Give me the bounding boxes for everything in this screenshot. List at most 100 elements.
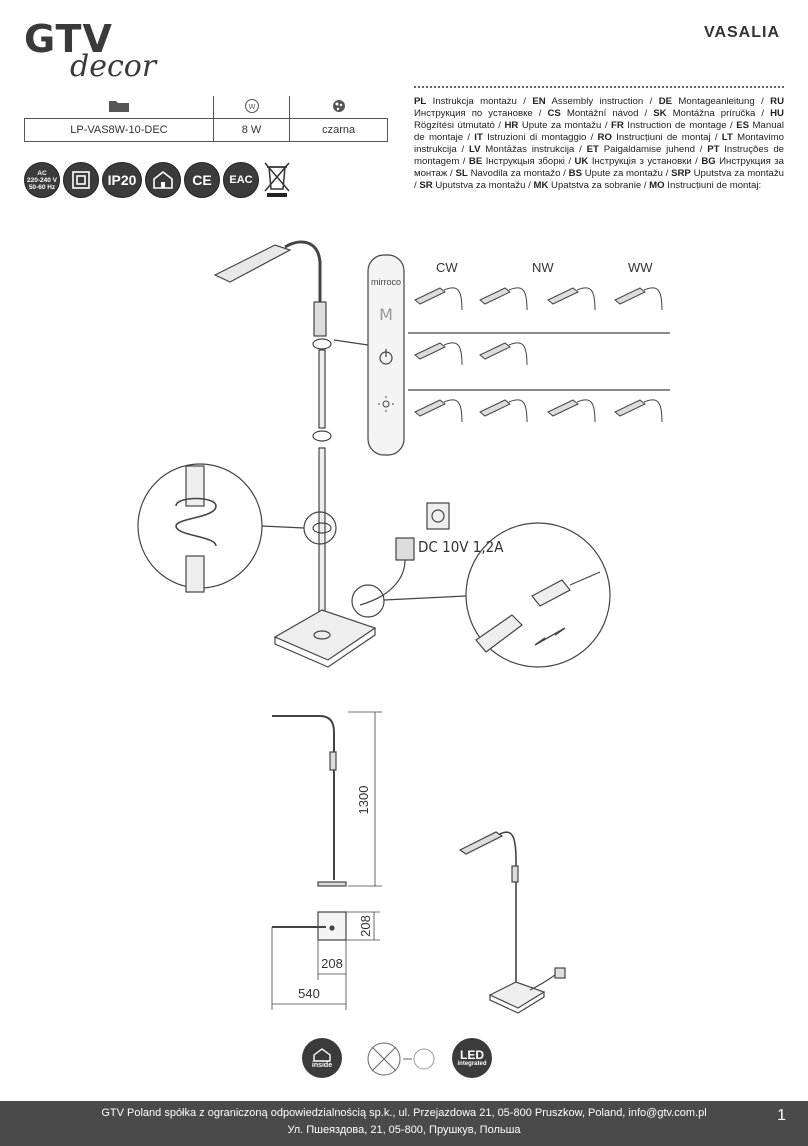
language-instruction: Montageanleitung /	[672, 96, 771, 107]
control-panel-brand: mirroco	[371, 277, 401, 287]
power-icon: W	[244, 98, 259, 113]
language-instruction: Istruzioni di montaggio /	[482, 132, 598, 143]
language-instruction: Upute za montažu /	[518, 120, 612, 131]
language-instruction: Инструкция по установке /	[414, 108, 548, 119]
language-code: RO	[597, 132, 612, 143]
language-code: IT	[474, 132, 483, 143]
dimension-base-width: 208	[321, 956, 343, 971]
svg-text:W: W	[248, 103, 255, 111]
language-code: LV	[468, 144, 481, 155]
ce-mark-badge: CE	[184, 162, 220, 198]
light-mode-thumb	[614, 399, 663, 423]
language-instruction: Інструкція з установки /	[588, 156, 702, 167]
language-code: PT	[707, 144, 720, 155]
language-instruction: Montážna príručka /	[666, 108, 771, 119]
label-ww: WW	[628, 260, 653, 275]
language-instruction: Instrucțiuni de montaj /	[611, 132, 722, 143]
spec-icon-cell	[24, 96, 214, 119]
language-instruction: Инструкция за монтаж /	[414, 156, 785, 179]
footer-address: GTV Poland spółka z ograniczoną odpowied…	[101, 1107, 707, 1119]
language-code: FR	[611, 120, 624, 131]
spec-icon-cell: W	[212, 96, 291, 119]
language-code: BE	[468, 156, 483, 167]
light-mode-thumb	[547, 287, 596, 311]
light-mode-thumb	[614, 287, 663, 311]
label-cw: CW	[436, 260, 458, 275]
mode-button: M	[379, 305, 393, 324]
led-integrated-badge: LED integrated	[452, 1038, 492, 1078]
label-nw: NW	[532, 260, 554, 275]
footer-address-ru: Ул. Пшеяздова, 21, 05-800, Прушкув, Поль…	[287, 1124, 521, 1136]
dotted-divider	[414, 86, 784, 88]
language-code: EN	[532, 96, 546, 107]
light-mode-thumb	[479, 287, 528, 311]
power-button-icon	[379, 349, 393, 365]
language-code: SRP	[671, 168, 691, 179]
adapter-rating: DC 10V 1,2A	[418, 538, 504, 556]
language-code: ET	[586, 144, 599, 155]
wall-socket	[426, 502, 450, 530]
brand-logo-main: GTV	[24, 17, 113, 61]
light-mode-thumb	[414, 342, 463, 366]
integrated-label: integrated	[457, 1061, 487, 1067]
no-bulb-replacement-icon	[367, 1042, 435, 1076]
language-code: SR	[419, 180, 433, 191]
language-code: MO	[649, 180, 665, 191]
dimension-base-depth: 208	[358, 915, 373, 937]
dimension-total-length: 540	[298, 986, 320, 1001]
language-code: DE	[658, 96, 673, 107]
product-power: 8 W	[212, 118, 291, 142]
light-mode-thumb	[547, 399, 596, 423]
language-code: BG	[701, 156, 716, 167]
language-instruction: Montavimo instrukcija /	[414, 132, 785, 155]
led-label: LED	[460, 1048, 484, 1062]
language-instruction: Instruções de montagem /	[414, 144, 784, 167]
assembly-diagram: mirroco M CW NW WW DC 10V 1,2A	[137, 240, 670, 1014]
indoor-badge: inside	[302, 1038, 342, 1078]
certification-badges: AC 220-240 V 50-60 Hz IP20 CE EAC	[24, 162, 292, 198]
product-code: LP-VAS8W-10-DEC	[24, 118, 214, 142]
folder-icon	[108, 100, 129, 112]
language-code: RU	[770, 96, 784, 107]
language-code: SK	[653, 108, 667, 119]
plug-zoom-right	[465, 522, 611, 668]
language-instruction: Navodila za montažo /	[467, 168, 569, 179]
brand-logo-sub: decor	[70, 49, 157, 84]
product-color: czarna	[289, 118, 388, 142]
language-instruction: Uputstva za montažu /	[414, 168, 784, 191]
page-number: 1	[777, 1107, 786, 1124]
voltage-frequency: 50-60 Hz	[28, 183, 56, 191]
footer: GTV Poland spółka z ograniczoną odpowied…	[0, 1101, 808, 1146]
brightness-icon	[378, 396, 394, 412]
language-instruction: Інструкцыя зборкі /	[482, 156, 575, 167]
indoor-use-icon	[145, 162, 181, 198]
language-code: HU	[770, 108, 784, 119]
language-code: UK	[574, 156, 589, 167]
dimension-height: 1300	[356, 786, 371, 815]
voltage-badge: AC 220-240 V 50-60 Hz	[24, 162, 60, 198]
ip-rating-badge: IP20	[102, 162, 142, 198]
color-palette-icon	[332, 99, 345, 112]
language-instruction: Upatstva za sobranie /	[548, 180, 650, 191]
voltage-ac-label: AC	[37, 169, 47, 177]
power-adapter	[395, 537, 415, 561]
eac-mark-badge: EAC	[223, 162, 259, 198]
spec-icon-cell	[289, 96, 388, 119]
language-code: CS	[547, 108, 561, 119]
light-mode-thumb	[414, 287, 463, 311]
language-code: LT	[721, 132, 733, 143]
language-list: PL Instrukcja montażu / EN Assembly inst…	[414, 96, 784, 192]
language-code: ES	[736, 120, 750, 131]
language-instruction: Upute za montažu /	[581, 168, 672, 179]
light-mode-thumb	[414, 399, 463, 423]
language-instruction: Montážní návod /	[560, 108, 654, 119]
spec-table: W LP-VAS8W-10-DEC 8 W czarna	[24, 96, 388, 142]
indoor-badge-label: inside	[311, 1061, 333, 1069]
language-code: BS	[568, 168, 582, 179]
language-instruction: Instrucțiuni de montaj:	[664, 180, 762, 191]
class-ii-icon	[63, 162, 99, 198]
lamp-base	[273, 609, 377, 661]
language-instruction: Manual de montaje /	[414, 120, 784, 143]
language-instruction: Paigaldamise juhend /	[598, 144, 708, 155]
language-instruction: Uputstva za montažu /	[432, 180, 534, 191]
